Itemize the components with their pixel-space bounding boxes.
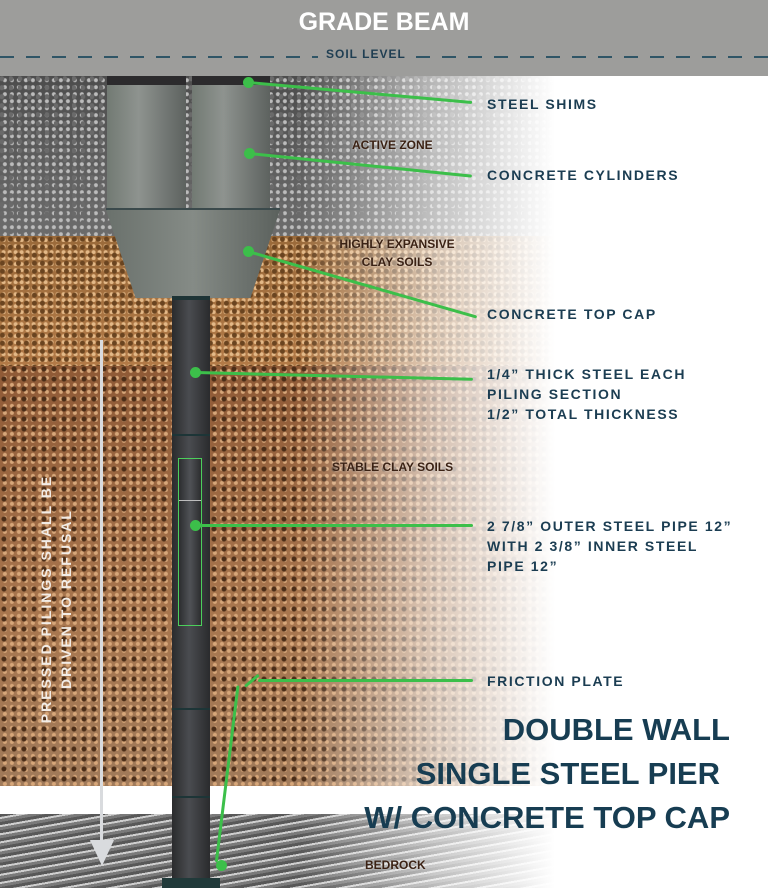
soil-cross-section	[0, 76, 768, 888]
callout-dot-friction-plate	[216, 860, 227, 871]
pipe-joint	[172, 434, 210, 436]
expansive-clay-line1: HIGHLY EXPANSIVE	[339, 237, 455, 251]
refusal-note-line2: DRIVEN TO REFUSAL	[58, 509, 74, 689]
title-line1: DOUBLE WALL	[502, 712, 730, 747]
expansive-clay-line2: CLAY SOILS	[361, 255, 433, 269]
bedrock-label: BEDROCK	[365, 858, 426, 872]
steel-shim-right	[192, 76, 270, 85]
steel-shim-left	[107, 76, 186, 85]
diagram-title: DOUBLE WALL SINGLE STEEL PIER W/ CONCRET…	[364, 708, 730, 840]
refusal-note: PRESSED PILINGS SHALL BE DRIVEN TO REFUS…	[36, 474, 80, 724]
top-cap-lip	[106, 208, 280, 211]
stable-clay-label: STABLE CLAY SOILS	[332, 460, 454, 474]
title-line2: SINGLE STEEL PIER	[415, 756, 720, 791]
concrete-cylinder-right	[192, 85, 270, 210]
callout-concrete-top-cap: CONCRETE TOP CAP	[487, 304, 657, 324]
refusal-note-line1: PRESSED PILINGS SHALL BE	[38, 474, 54, 724]
active-zone-label: ACTIVE ZONE	[352, 138, 433, 152]
expansive-clay-label: HIGHLY EXPANSIVE CLAY SOILS	[330, 235, 464, 271]
inner-steel-pipe	[178, 458, 202, 626]
callout-line: PILING SECTION	[487, 386, 623, 402]
callout-line: 2 7/8” OUTER STEEL PIPE 12”	[487, 518, 733, 534]
callout-line: PIPE 12”	[487, 558, 559, 574]
down-arrow-icon	[90, 840, 114, 866]
friction-plate	[162, 878, 220, 888]
callout-line: STEEL SHIMS	[487, 96, 598, 112]
soil-level-label: SOIL LEVEL	[318, 47, 414, 61]
callout-line: FRICTION PLATE	[487, 673, 625, 689]
title-line3: W/ CONCRETE TOP CAP	[364, 800, 730, 835]
callout-line: 1/4” THICK STEEL EACH	[487, 366, 687, 382]
callout-friction-plate: FRICTION PLATE	[487, 671, 624, 691]
callout-steel-thickness: 1/4” THICK STEEL EACH PILING SECTION 1/2…	[487, 364, 686, 424]
label-panel	[600, 76, 768, 888]
callout-line: 1/2” TOTAL THICKNESS	[487, 406, 680, 422]
callout-line: CONCRETE TOP CAP	[487, 306, 657, 322]
callout-line: WITH 2 3/8” INNER STEEL	[487, 538, 699, 554]
down-arrow-shaft	[100, 340, 103, 860]
inner-pipe-split	[179, 500, 201, 501]
pipe-collar	[172, 296, 210, 300]
grade-beam: GRADE BEAM SOIL LEVEL	[0, 0, 768, 76]
callout-concrete-cylinders: CONCRETE CYLINDERS	[487, 165, 679, 185]
pipe-joint	[172, 796, 210, 798]
pipe-joint	[172, 708, 210, 710]
callout-line: CONCRETE CYLINDERS	[487, 167, 680, 183]
leader-line-friction-plate-h	[258, 679, 473, 682]
grade-beam-label: GRADE BEAM	[298, 8, 470, 36]
callout-pipe-spec: 2 7/8” OUTER STEEL PIPE 12” WITH 2 3/8” …	[487, 516, 732, 576]
soil-fade-overlay	[300, 76, 600, 888]
callout-steel-shims: STEEL SHIMS	[487, 94, 598, 114]
concrete-cylinder-left	[107, 85, 186, 210]
leader-line-pipe-spec	[195, 524, 473, 527]
